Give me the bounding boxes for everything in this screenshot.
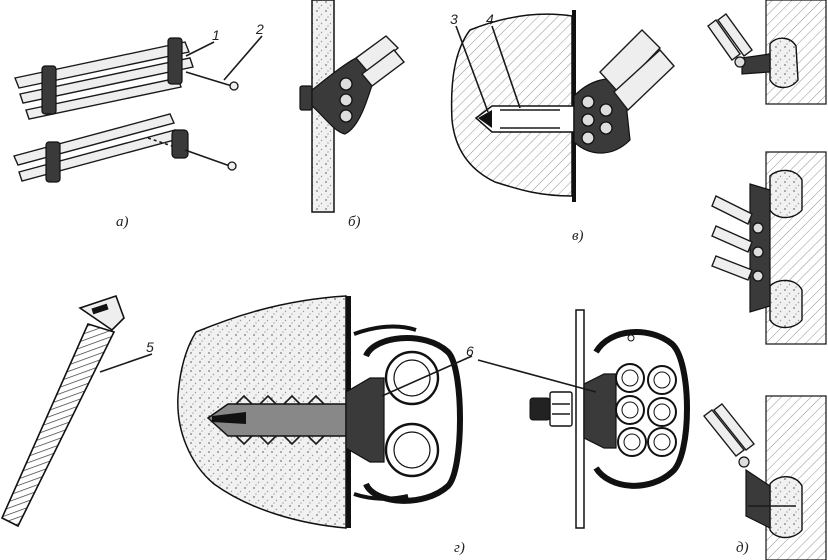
diagram-a-clips: 1 2 а) — [13, 21, 264, 230]
caption-g: г) — [454, 540, 465, 556]
caption-b: б) — [348, 214, 361, 230]
callout-6: 6 — [466, 343, 474, 359]
callout-5: 5 — [146, 339, 154, 355]
callout-4: 4 — [486, 11, 494, 27]
callout-1: 1 — [212, 27, 220, 43]
diagram-b-wall-bracket: б) — [299, 0, 406, 230]
diagram-g-bolt-clamp: 6 г) — [381, 309, 690, 556]
cable-tie-5: 5 — [0, 294, 154, 528]
caption-v: в) — [572, 228, 584, 244]
callout-3: 3 — [450, 11, 458, 27]
callout-2: 2 — [255, 21, 264, 37]
caption-d: д) — [736, 540, 749, 556]
caption-a: а) — [116, 214, 129, 230]
diagram-g-dowel-clamp — [177, 295, 463, 529]
diagram-d-wall-details: д) — [703, 0, 827, 560]
diagram-v-dowel-in-masonry: 3 4 в) — [450, 10, 675, 244]
